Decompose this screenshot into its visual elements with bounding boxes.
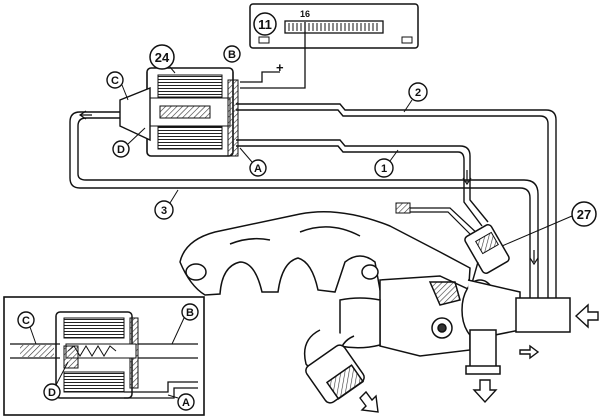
svg-text:A: A (182, 397, 190, 409)
svg-text:1: 1 (381, 163, 387, 175)
svg-text:B: B (186, 307, 194, 319)
pipe-outlet-arrow-icon (519, 344, 540, 360)
inset-detail: C B D A (3, 296, 205, 416)
svg-text:D: D (48, 387, 56, 399)
power-wire (240, 71, 280, 83)
ecu-pin-label: 16 (300, 9, 310, 19)
port-d-callout: D (112, 127, 146, 158)
ecu-connector-pins (288, 23, 378, 31)
flow-arrows (359, 303, 599, 413)
solenoid-label: 24 (155, 50, 170, 65)
port-b-callout: B (223, 45, 241, 63)
inset-port-d: D (43, 361, 69, 401)
svg-text:A: A (254, 163, 262, 175)
svg-text:C: C (22, 315, 30, 327)
svg-text:2: 2 (415, 87, 421, 99)
inset-port-b: B (171, 303, 199, 345)
actuator-callout-circle (571, 201, 597, 227)
svg-text:3: 3 (161, 205, 167, 217)
pipe-3 (69, 111, 531, 300)
exhaust-arrow-icon (359, 390, 379, 413)
port-c-callout: C (106, 71, 129, 101)
connector-block (395, 202, 411, 214)
ecu-callout-circle (253, 12, 277, 36)
pipe-3-callout (154, 200, 174, 220)
plus-sign: + (276, 60, 284, 75)
pipe-1-callout (374, 158, 394, 178)
actuator-label: 27 (577, 207, 591, 222)
inset-port-a: A (167, 393, 195, 411)
svg-text:B: B (228, 49, 236, 61)
pipe-2-callout (408, 82, 428, 102)
svg-text:C: C (111, 75, 119, 87)
solenoid-callout-circle (149, 44, 175, 70)
turbocharger (303, 275, 571, 404)
pipe-1 (236, 139, 489, 223)
ecu-module: 16 11 (249, 3, 419, 49)
exhaust-manifold (179, 210, 471, 301)
inlet-arrow-icon (574, 303, 599, 329)
port-a-callout: A (239, 147, 267, 177)
outlet-arrow-icon (472, 379, 498, 404)
pipe-2 (236, 103, 557, 330)
inset-port-c: C (17, 311, 37, 345)
svg-text:D: D (117, 144, 125, 156)
solenoid-valve: 24 (119, 44, 239, 157)
ecu-label: 11 (258, 17, 272, 32)
ecu-signal-wire (240, 22, 306, 89)
